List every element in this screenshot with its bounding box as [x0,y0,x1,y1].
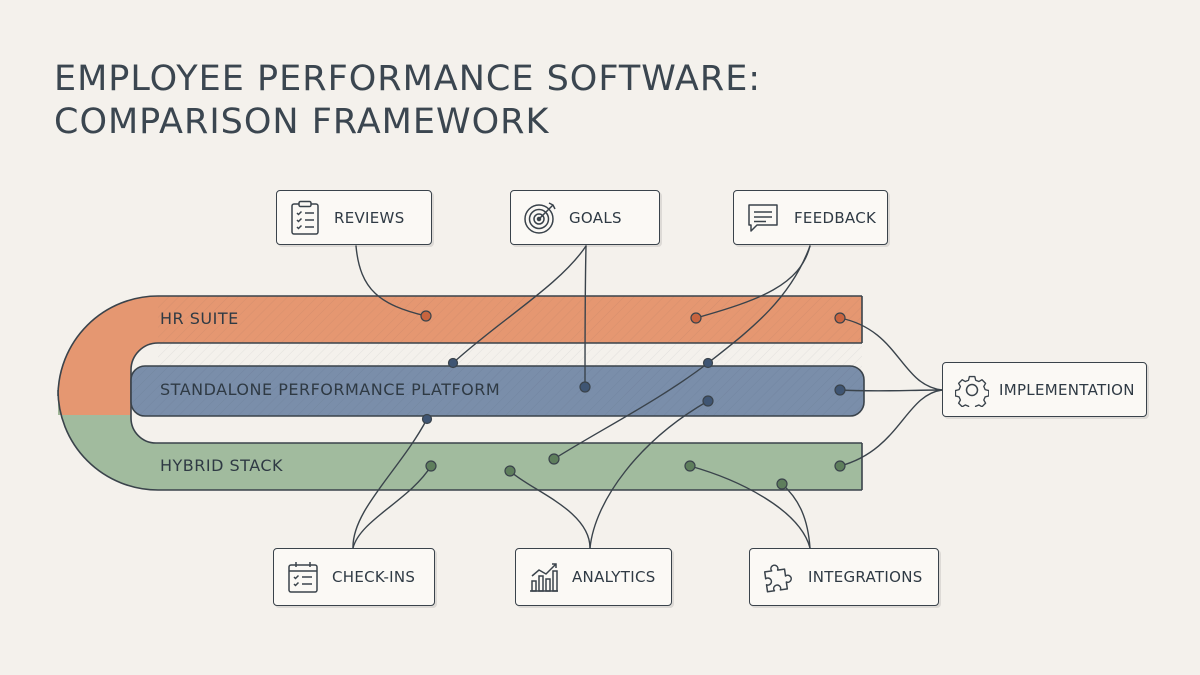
band-label-hr-suite: HR SUITE [160,309,239,328]
dot-hr-implementation [834,312,846,324]
dot-hybrid-implementation [834,460,846,472]
card-integrations[interactable]: INTEGRATIONS [749,548,939,606]
calendar-checklist-icon [287,560,319,594]
card-implementation[interactable]: IMPLEMENTATION [942,362,1147,417]
card-check-ins-label: CHECK-INS [332,568,416,586]
line-feedback-hybrid [553,362,709,460]
line-analytics-hybrid [509,470,591,549]
line-impl-standalone [839,389,943,392]
connector-lines [352,245,943,549]
target-icon [523,201,557,235]
card-goals-label: GOALS [569,208,622,227]
band-label-hybrid-stack: HYBRID STACK [160,456,284,475]
card-goals[interactable]: GOALS [510,190,660,245]
band-standalone-platform [130,365,865,417]
dot-standalone-goals-top [447,357,459,369]
dot-hr-reviews [420,310,432,322]
line-impl-hr [839,317,943,391]
card-implementation-label: IMPLEMENTATION [999,380,1135,399]
line-checkins-hybrid [352,465,432,549]
card-feedback-label: FEEDBACK [794,208,877,227]
dot-standalone-goals [579,381,591,393]
line-integrations-hybrid-a [689,465,811,549]
card-feedback[interactable]: FEEDBACK [733,190,888,245]
dot-hybrid-checkins [425,460,437,472]
clipboard-checklist-icon [290,200,320,236]
card-reviews-label: REVIEWS [334,208,405,227]
line-analytics-standalone [589,400,709,549]
dot-standalone-implementation [834,384,846,396]
line-reviews-hr [355,245,427,317]
puzzle-piece-icon [762,560,796,594]
dot-hybrid-integrations-a [684,460,696,472]
dot-hr-feedback [690,312,702,324]
card-check-ins[interactable]: CHECK-INS [273,548,435,606]
dot-standalone-checkins [421,413,433,425]
band-label-standalone: STANDALONE PERFORMANCE PLATFORM [160,380,501,399]
dot-hybrid-analytics [504,465,516,477]
dot-standalone-analytics [702,395,714,407]
line-integrations-hybrid-b [781,483,811,549]
band-hybrid-stack [58,390,862,490]
card-reviews[interactable]: REVIEWS [276,190,432,245]
dot-hybrid-feedback [548,453,560,465]
connection-dots [420,310,846,490]
card-analytics-label: ANALYTICS [572,568,656,586]
line-feedback-standalone [707,245,811,364]
speech-bubble-icon [746,202,780,234]
card-analytics[interactable]: ANALYTICS [515,548,672,606]
gear-icon [955,373,989,407]
title-line-2: COMPARISON FRAMEWORK [54,102,550,142]
dot-standalone-feedback-top [702,357,714,369]
line-checkins-standalone [352,418,428,549]
title-line-1: EMPLOYEE PERFORMANCE SOFTWARE: [54,59,762,99]
line-impl-hybrid [839,389,943,467]
track-outline-outer [57,295,862,491]
bar-chart-icon [528,561,560,593]
line-goals-standalone-a [452,245,587,364]
line-goals-standalone [584,245,587,388]
card-integrations-label: INTEGRATIONS [808,568,923,586]
dot-hybrid-integrations-b [776,478,788,490]
page-title: EMPLOYEE PERFORMANCE SOFTWARE: COMPARISO… [54,58,761,144]
